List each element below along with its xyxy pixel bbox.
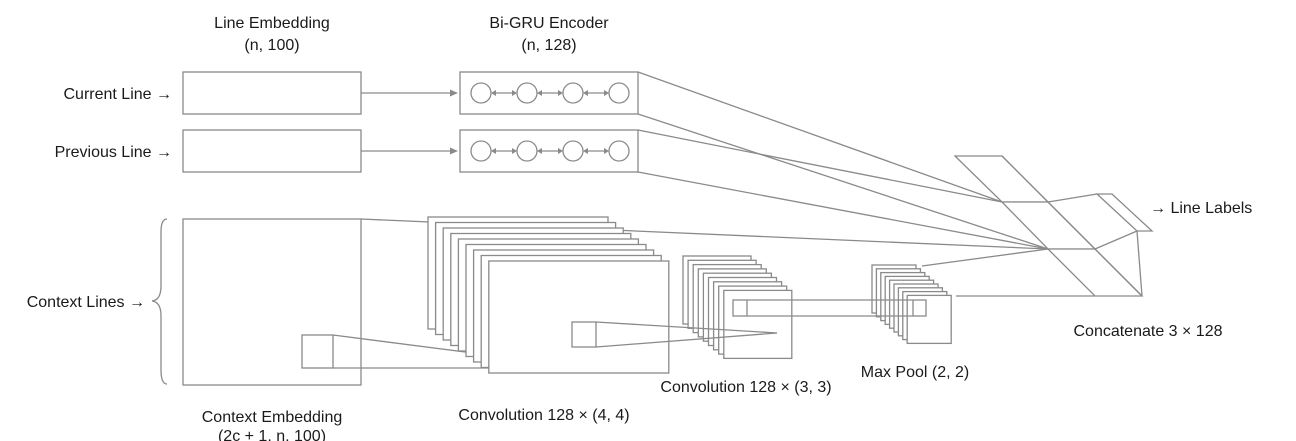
- gru-unit-icon: [516, 82, 538, 104]
- maxpool-label: Max Pool (2, 2): [861, 364, 969, 381]
- pool-window: [732, 299, 748, 317]
- conv1-feature-maps: [427, 216, 670, 374]
- current-encoder-gru-units: [470, 82, 630, 104]
- concat-vector-3: [1046, 248, 1144, 297]
- projection-line: [637, 113, 1049, 250]
- arrowhead-icon: [450, 89, 458, 97]
- projection-line: [637, 71, 1003, 203]
- encoder-title: Bi-GRU Encoder: [489, 15, 609, 32]
- context-embedding-box: [182, 218, 362, 386]
- arrowhead-icon: [512, 148, 517, 154]
- previous-encoder-gru-units: [470, 140, 630, 162]
- pool-to-concat-line: [921, 248, 1049, 267]
- arrowhead-icon: [583, 148, 588, 154]
- arrowhead-icon: [558, 148, 563, 154]
- arrowhead-icon: [604, 148, 609, 154]
- gru-unit-icon: [516, 140, 538, 162]
- line-embedding-dims: (n, 100): [244, 37, 299, 54]
- arrowhead-icon: [491, 148, 496, 154]
- arrowhead-icon: [583, 90, 588, 96]
- conv2-feature-maps: [682, 255, 793, 360]
- gru-unit-icon: [608, 82, 630, 104]
- conv-kernel-window: [301, 334, 334, 369]
- concat-to-output-line: [1136, 230, 1143, 297]
- projection-line: [637, 129, 1003, 203]
- encoder-dims: (n, 128): [521, 37, 576, 54]
- gru-unit-icon: [470, 82, 492, 104]
- context-lines-brace: [151, 218, 168, 385]
- arrowhead-icon: [512, 90, 517, 96]
- output-layer: [1095, 193, 1154, 232]
- arrowhead-icon: [604, 90, 609, 96]
- gru-unit-icon: [562, 140, 584, 162]
- line-embedding-title: Line Embedding: [214, 15, 330, 32]
- arrowhead-icon: [491, 90, 496, 96]
- pooled-cell: [912, 299, 927, 317]
- conv2-label: Convolution 128 × (3, 3): [660, 379, 831, 396]
- kernel-projection-line: [595, 332, 778, 348]
- conv1-label: Convolution 128 × (4, 4): [458, 407, 629, 424]
- line-labels-output: → Line Labels: [1150, 200, 1252, 217]
- context-embedding-title: Context Embedding: [202, 409, 343, 426]
- maxpool-feature-maps: [871, 264, 952, 345]
- arrowhead-icon: [450, 147, 458, 155]
- arrowhead-icon: [558, 90, 563, 96]
- concat-vector-2: [1000, 201, 1097, 250]
- feature-map-layer: [488, 260, 670, 374]
- gru-unit-icon: [470, 140, 492, 162]
- concat-to-output-line: [1094, 230, 1138, 250]
- conv2-kernel-window: [571, 321, 597, 348]
- arrowhead-icon: [537, 148, 542, 154]
- current-line-label: Current Line →: [64, 86, 173, 103]
- previous-line-embedding-box: [182, 129, 362, 173]
- context-lines-label: Context Lines →: [27, 294, 145, 311]
- previous-line-label: Previous Line →: [55, 144, 172, 161]
- gru-unit-icon: [562, 82, 584, 104]
- current-line-embedding-box: [182, 71, 362, 115]
- kernel-projection-line: [595, 321, 778, 334]
- concat-edge: [1001, 155, 1143, 297]
- concat-to-output-line: [1047, 193, 1098, 203]
- gru-unit-icon: [608, 140, 630, 162]
- arrowhead-icon: [537, 90, 542, 96]
- context-embedding-dims: (2c + 1, n, 100): [218, 428, 326, 441]
- concatenate-label: Concatenate 3 × 128: [1073, 323, 1222, 340]
- projection-line: [637, 171, 1049, 250]
